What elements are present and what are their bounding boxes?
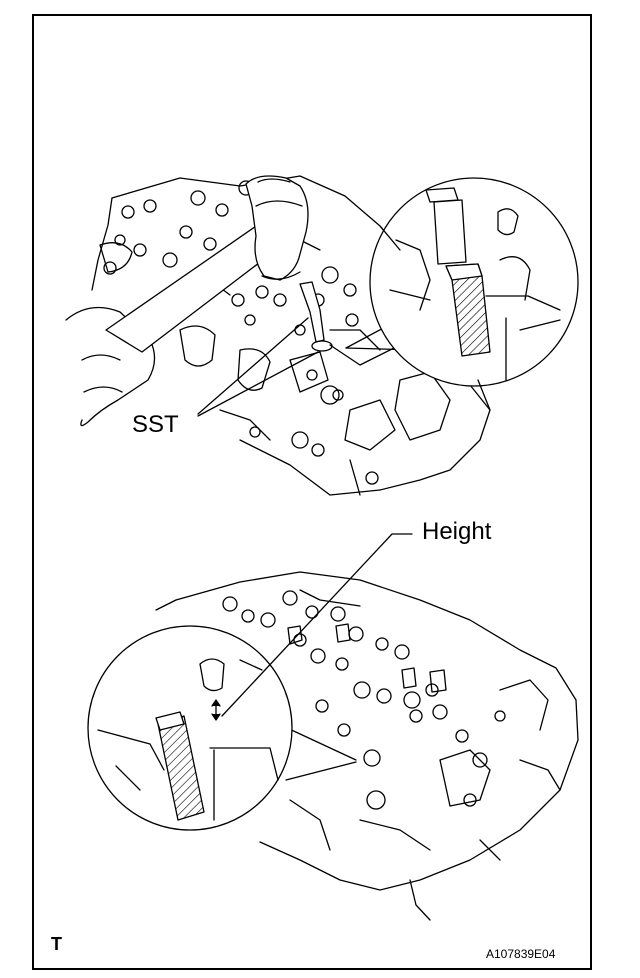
sst-label: SST	[132, 411, 179, 438]
figure-id: A107839E04	[486, 947, 556, 961]
corner-mark: T	[51, 934, 62, 954]
bottom-cylinder-head	[87, 533, 579, 921]
top-cylinder-head	[65, 175, 579, 496]
illustration-frame	[32, 14, 592, 970]
height-label: Height	[422, 518, 492, 545]
